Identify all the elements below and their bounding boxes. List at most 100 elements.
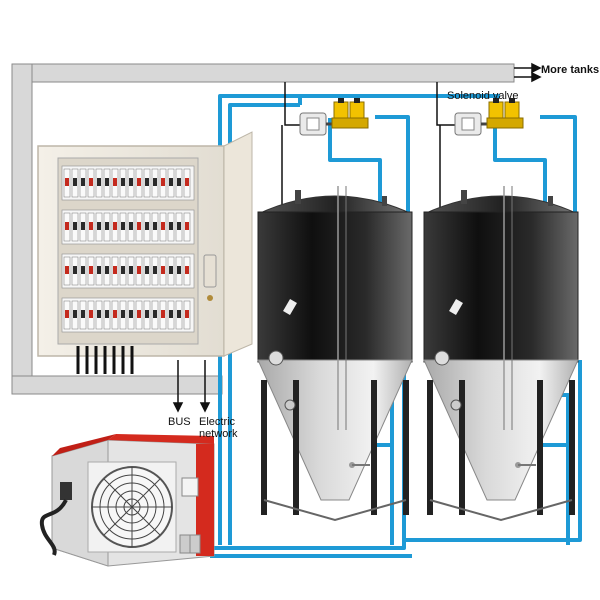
breaker-switch — [105, 222, 109, 230]
breaker-switch — [169, 266, 173, 274]
breaker-switch — [153, 266, 157, 274]
valve-coil — [504, 101, 520, 119]
breaker-panel — [57, 157, 199, 345]
power-connector — [60, 482, 72, 500]
breaker-switch — [137, 266, 141, 274]
cabinet-handle[interactable] — [203, 254, 217, 288]
breaker-switch — [169, 310, 173, 318]
breaker-switch — [73, 266, 77, 274]
breaker-switch — [89, 222, 93, 230]
breaker-switch — [73, 310, 77, 318]
breaker-switch — [121, 222, 125, 230]
breaker-switch — [73, 178, 77, 186]
breaker-switch — [129, 310, 133, 318]
breaker-switch — [121, 178, 125, 186]
fan-grille — [92, 467, 172, 547]
breaker-switch — [113, 310, 117, 318]
power-cable — [39, 498, 68, 556]
tank-leg — [403, 380, 409, 515]
breaker-switch — [185, 178, 189, 186]
tank-leg — [261, 380, 267, 515]
more-tanks-arrow — [514, 62, 542, 83]
inlet-fitting — [189, 534, 201, 554]
thermometer-icon — [449, 298, 463, 316]
fermentation-tank-1 — [257, 186, 413, 522]
solenoid-valve-label: Solenoid valve — [447, 90, 519, 102]
breaker-switch — [177, 222, 181, 230]
breaker-switch — [161, 178, 165, 186]
sample-port-icon — [434, 350, 450, 366]
bus-arrows — [172, 360, 211, 413]
breaker-switch — [105, 266, 109, 274]
outlet-fitting — [179, 534, 191, 554]
breaker-switch — [113, 222, 117, 230]
breaker-switch — [137, 222, 141, 230]
breaker-switch — [161, 222, 165, 230]
breaker-switch — [145, 178, 149, 186]
breaker-switch — [89, 266, 93, 274]
breaker-switch — [105, 178, 109, 186]
breaker-switch — [73, 222, 77, 230]
tank-leg — [427, 380, 433, 515]
breaker-switch — [129, 266, 133, 274]
breaker-switch — [97, 266, 101, 274]
key-lock-icon — [207, 295, 213, 301]
breaker-switch — [137, 178, 141, 186]
breaker-switch — [185, 310, 189, 318]
breaker-switch — [121, 310, 125, 318]
breaker-switch — [161, 310, 165, 318]
sample-port-icon — [268, 350, 284, 366]
fermentation-tank-2 — [423, 186, 579, 522]
breaker-switch — [81, 222, 85, 230]
tank-leg — [569, 380, 575, 515]
breaker-switch — [169, 222, 173, 230]
electric-network-label: Electric network — [199, 416, 238, 440]
breaker-switch — [129, 178, 133, 186]
breaker-switch — [137, 310, 141, 318]
breaker-switch — [65, 222, 69, 230]
solenoid-valve-1 — [299, 98, 369, 136]
breaker-switch — [97, 310, 101, 318]
breaker-switch — [113, 266, 117, 274]
breaker-switch — [81, 178, 85, 186]
breaker-switch — [89, 178, 93, 186]
breaker-switch — [65, 266, 69, 274]
valve-coil — [333, 101, 349, 119]
breaker-switch — [153, 310, 157, 318]
cable-duct — [11, 63, 515, 395]
breaker-switch — [105, 310, 109, 318]
tank-group — [257, 186, 579, 522]
solenoid-valve-2 — [454, 98, 524, 136]
breaker-switch — [81, 310, 85, 318]
breaker-switch — [113, 178, 117, 186]
tank-leg — [371, 380, 377, 515]
chiller-display — [181, 477, 199, 497]
breaker-switch — [121, 266, 125, 274]
breaker-switch — [97, 178, 101, 186]
cabinet-cables — [76, 346, 134, 374]
valve-group — [299, 98, 524, 136]
water-chiller — [39, 434, 215, 567]
breaker-switch — [97, 222, 101, 230]
tank-leg — [537, 380, 543, 515]
breaker-switch — [177, 178, 181, 186]
control-cabinet — [37, 131, 253, 357]
breaker-switch — [169, 178, 173, 186]
breaker-switch — [65, 178, 69, 186]
tank-leg — [459, 380, 465, 515]
breaker-switch — [65, 310, 69, 318]
tank-leg — [293, 380, 299, 515]
breaker-switch — [177, 310, 181, 318]
breaker-switch — [81, 266, 85, 274]
more-tanks-label: More tanks — [541, 64, 600, 76]
breaker-switch — [185, 266, 189, 274]
bus-label: BUS — [168, 416, 191, 428]
thermometer-icon — [283, 298, 297, 316]
breaker-switch — [89, 310, 93, 318]
breaker-switch — [145, 266, 149, 274]
breaker-switch — [145, 310, 149, 318]
breaker-switch — [153, 178, 157, 186]
breaker-switch — [161, 266, 165, 274]
breaker-switch — [129, 222, 133, 230]
